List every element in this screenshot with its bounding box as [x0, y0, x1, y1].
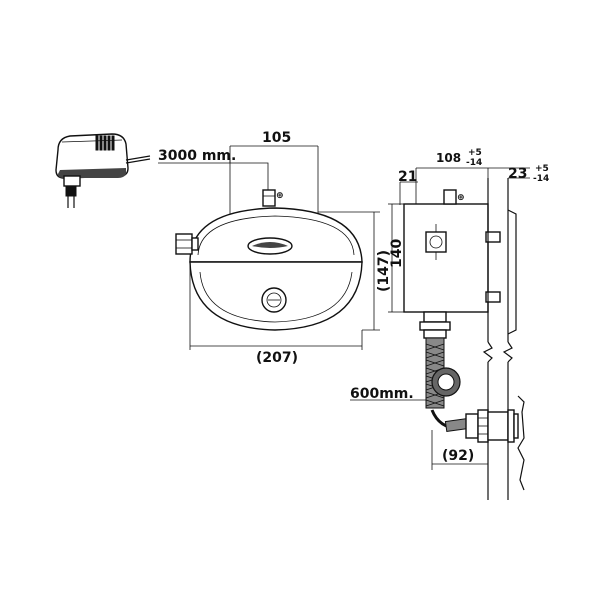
- svg-text:⊕: ⊕: [457, 193, 465, 203]
- right-offset-tol-minus: -14: [533, 174, 549, 184]
- stop-valve-icon: [465, 409, 519, 443]
- wall-section-icon: [482, 178, 525, 500]
- valve-depth-label: (92): [442, 448, 474, 464]
- body-width-label: (207): [256, 350, 298, 366]
- width-top-label: 105: [262, 130, 291, 146]
- cable-length-label: 3000 mm.: [158, 148, 236, 164]
- right-offset-label: 23: [508, 166, 527, 182]
- cover-plate-icon: 105 ⊕ (207) (147): [175, 130, 392, 366]
- installation-box-icon: 108 +5 -14 21 23 +5 -14 ⊕ 140: [388, 148, 549, 339]
- box-depth-tol-plus: +5: [468, 148, 482, 158]
- hose-length-label: 600mm.: [350, 386, 414, 402]
- power-adapter-icon: [55, 133, 151, 208]
- flexible-hose-icon: [425, 337, 470, 433]
- left-offset-label: 21: [398, 169, 417, 185]
- svg-text:⊕: ⊕: [276, 191, 284, 201]
- box-depth-label: 108: [436, 151, 461, 165]
- box-height-label: 140: [389, 239, 405, 268]
- body-height-label: (147): [376, 250, 392, 292]
- right-offset-tol-plus: +5: [535, 164, 549, 174]
- box-depth-tol-minus: -14: [466, 158, 482, 168]
